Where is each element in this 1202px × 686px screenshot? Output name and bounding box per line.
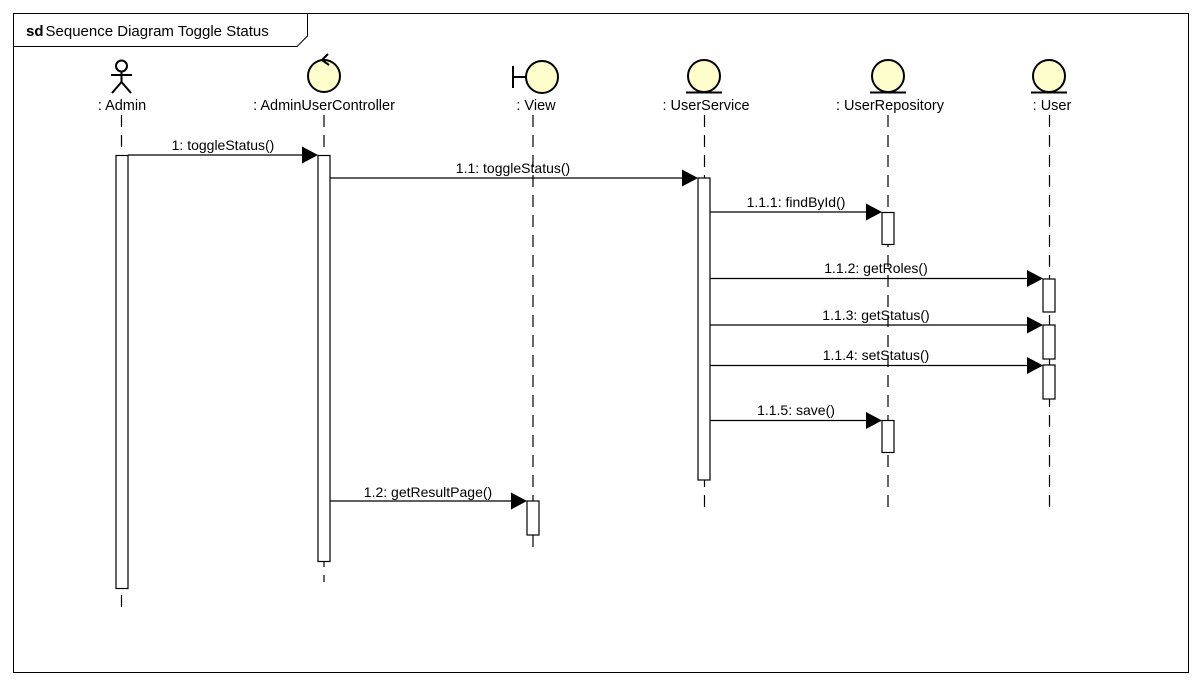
arrow-head xyxy=(866,203,882,221)
lifeline-view: : View xyxy=(512,60,559,555)
arrow-head xyxy=(1027,316,1043,334)
activation-controller xyxy=(317,154,331,563)
message-1-1-4: 1.1.4: setStatus() xyxy=(710,347,1043,374)
message-label: 1: toggleStatus() xyxy=(172,137,275,153)
actor-icon xyxy=(111,59,132,94)
activation-repository-save xyxy=(881,419,895,454)
message-label: 1.2: getResultPage() xyxy=(364,484,492,500)
lifeline-user: : User xyxy=(1031,59,1072,515)
entity-icon xyxy=(1031,59,1067,94)
frame-keyword: sd xyxy=(26,23,44,40)
arrow-head xyxy=(511,492,527,510)
frame-name: Sequence Diagram Toggle Status xyxy=(46,23,269,40)
message-label: 1.1.2: getRoles() xyxy=(824,260,928,276)
lifeline-label: : View xyxy=(516,98,556,114)
lifeline-label: : AdminUserController xyxy=(253,98,395,114)
lifeline-label: : UserRepository xyxy=(836,98,945,114)
lifeline-label: : Admin xyxy=(98,98,146,114)
message-1-1-3: 1.1.3: getStatus() xyxy=(710,307,1043,334)
entity-icon xyxy=(870,59,906,94)
lifeline-label: : User xyxy=(1033,98,1072,114)
arrow-head xyxy=(1027,357,1043,374)
activation-view xyxy=(526,500,540,536)
control-icon xyxy=(307,53,341,93)
message-label: 1.1: toggleStatus() xyxy=(456,160,570,176)
activation-bars xyxy=(115,154,1056,590)
message-1-1-2: 1.1.2: getRoles() xyxy=(710,260,1043,287)
message-label: 1.1.3: getStatus() xyxy=(822,307,929,323)
activation-user-getroles xyxy=(1042,278,1056,313)
lifeline-repository: : UserRepository xyxy=(836,59,945,515)
entity-icon xyxy=(686,59,722,94)
message-1-1: 1.1: toggleStatus() xyxy=(330,160,698,187)
activation-service xyxy=(697,177,711,481)
message-1-2: 1.2: getResultPage() xyxy=(330,484,527,510)
lifeline-label: : UserService xyxy=(662,98,749,114)
message-1: 1: toggleStatus() xyxy=(128,137,318,164)
activation-admin xyxy=(115,154,129,590)
message-label: 1.1.1: findById() xyxy=(747,194,846,210)
arrow-head xyxy=(866,412,882,429)
arrow-head xyxy=(1027,270,1043,287)
activation-user-getstatus xyxy=(1042,324,1056,360)
message-1-1-5: 1.1.5: save() xyxy=(710,402,882,429)
arrow-head xyxy=(302,146,318,164)
activation-repository-findbyid xyxy=(881,211,895,246)
activation-user-setstatus xyxy=(1042,364,1056,400)
arrow-head xyxy=(682,169,698,187)
message-label: 1.1.4: setStatus() xyxy=(823,347,930,363)
message-1-1-1: 1.1.1: findById() xyxy=(710,194,882,221)
message-label: 1.1.5: save() xyxy=(757,402,835,418)
boundary-icon xyxy=(512,60,559,94)
